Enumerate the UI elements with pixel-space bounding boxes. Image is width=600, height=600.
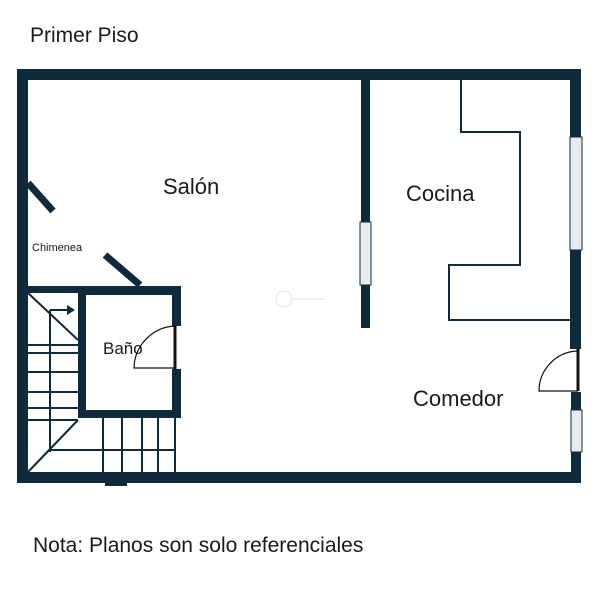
room-label-salon: Salón	[163, 174, 220, 199]
entrance-door	[538, 349, 580, 392]
bathroom-bottom-wall	[78, 410, 181, 418]
bathroom-top-wall	[78, 286, 181, 295]
stairs	[27, 292, 176, 473]
stair-top-wall	[27, 286, 79, 293]
label-chimenea: Chimenea	[32, 242, 83, 254]
room-label-cocina: Cocina	[406, 181, 475, 206]
fireplace-lines	[25, 180, 143, 288]
stair-arrow-icon	[50, 305, 75, 315]
watermark-key-icon	[275, 290, 325, 308]
left-wall	[17, 69, 28, 483]
right-window-lower	[570, 409, 583, 453]
top-wall	[17, 69, 581, 80]
room-label-bano: Baño	[103, 339, 143, 358]
interior-window	[359, 221, 372, 286]
bathroom-door	[133, 325, 177, 369]
disclaimer-note: Nota: Planos son solo referenciales	[33, 534, 364, 557]
bottom-wall	[17, 472, 581, 483]
bottom-wall-notch	[105, 480, 127, 486]
interior-wall	[361, 80, 370, 328]
bathroom-left-wall	[78, 286, 86, 418]
kitchen-counter	[448, 80, 571, 321]
page-title: Primer Piso	[30, 24, 139, 47]
bathroom-right-wall-lower	[172, 369, 181, 418]
bathroom-right-wall-upper	[172, 286, 181, 326]
windows	[359, 136, 583, 453]
room-label-comedor: Comedor	[413, 386, 504, 411]
right-window-upper	[569, 136, 583, 251]
